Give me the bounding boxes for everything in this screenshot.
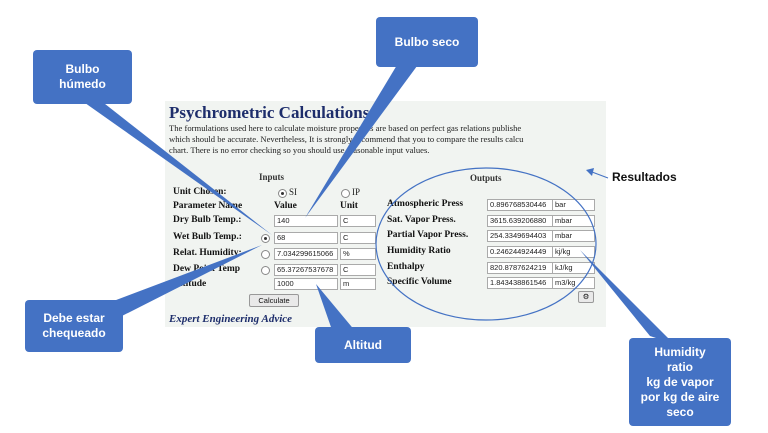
wet-bulb-radio[interactable] — [261, 234, 270, 243]
callout-bulbo-seco: Bulbo seco — [376, 17, 478, 67]
callout-line: ratio — [666, 359, 693, 374]
intro-line: chart. There is no error checking so you… — [169, 145, 430, 155]
dew-point-input[interactable]: 65.37267537678 — [274, 264, 338, 276]
relative-humidity-unit[interactable]: % — [340, 248, 376, 260]
ip-label: IP — [352, 187, 361, 197]
altitude-unit[interactable]: m — [340, 278, 376, 290]
callout-bulbo-humedo: Bulbo húmedo — [33, 50, 132, 104]
intro-line: The formulations used here to calculate … — [169, 123, 522, 133]
callout-line: Debe estar — [43, 311, 105, 325]
parameter-name-header: Parameter Name — [173, 201, 243, 211]
wet-bulb-unit[interactable]: C — [340, 232, 376, 244]
specific-volume-label: Specific Volume — [387, 277, 452, 287]
dry-bulb-unit[interactable]: C — [340, 215, 376, 227]
callout-line: por kg de aire — [640, 389, 720, 404]
enthalpy-unit[interactable]: kJ/kg — [552, 262, 595, 274]
intro-text: The formulations used here to calculate … — [169, 123, 605, 156]
footer-text: Expert Engineering Advice — [169, 313, 293, 325]
dew-point-radio[interactable] — [261, 266, 270, 275]
callout-line: seco — [666, 404, 694, 419]
enthalpy-label: Enthalpy — [387, 262, 425, 272]
callout-line: Humidity — [654, 344, 706, 359]
resultados-arrow-head — [586, 168, 594, 176]
atmospheric-press-label: Atmospheric Press — [387, 199, 464, 209]
resultados-arrow — [591, 171, 609, 179]
humidity-ratio-pointer — [580, 250, 674, 344]
relative-humidity-radio[interactable] — [261, 250, 270, 259]
wet-bulb-label: Wet Bulb Temp.: — [173, 232, 242, 242]
altitude-input[interactable]: 1000 — [274, 278, 338, 290]
dry-bulb-label: Dry Bulb Temp.: — [173, 215, 242, 225]
calculate-button[interactable]: Calculate — [249, 294, 299, 307]
altitude-label: Altitude — [173, 279, 207, 289]
partial-vapor-press-unit[interactable]: mbar — [552, 230, 595, 242]
ip-radio[interactable] — [341, 189, 350, 198]
dry-bulb-input[interactable]: 140 — [274, 215, 338, 227]
outputs-heading: Outputs — [470, 173, 502, 183]
callout-line: húmedo — [59, 77, 106, 91]
unit-chosen-label: Unit Chosen: — [173, 187, 227, 197]
humidity-ratio-label: Humidity Ratio — [387, 246, 451, 256]
enthalpy-value[interactable]: 820.8787624219 — [487, 262, 553, 274]
atmospheric-press-unit[interactable]: bar — [552, 199, 595, 211]
callout-debe-estar: Debe estar chequeado — [25, 300, 123, 352]
wet-bulb-input[interactable]: 68 — [274, 232, 338, 244]
bulbo-humedo-pointer — [78, 98, 272, 235]
relative-humidity-input[interactable]: 7.034299615066 — [274, 248, 338, 260]
debe-estar-pointer — [95, 245, 262, 318]
callout-humidity-ratio: Humidity ratio kg de vapor por kg de air… — [629, 338, 731, 426]
outputs-ellipse — [375, 167, 597, 321]
si-radio[interactable] — [278, 189, 287, 198]
callout-line: chequeado — [42, 326, 106, 340]
sat-vapor-press-unit[interactable]: mbar — [552, 215, 595, 227]
intro-line: which should be accurate. Nevertheless, … — [169, 134, 524, 144]
callout-altitud: Altitud — [315, 327, 411, 363]
callout-line: kg de vapor — [646, 374, 714, 389]
page-title: Psychrometric Calculations — [169, 103, 370, 122]
specific-volume-unit[interactable]: m3/kg — [552, 277, 595, 289]
sat-vapor-press-label: Sat. Vapor Press. — [387, 215, 456, 225]
callout-line: Bulbo — [65, 62, 100, 76]
partial-vapor-press-label: Partial Vapor Press. — [387, 230, 469, 240]
gear-icon: ⚙ — [582, 292, 590, 301]
value-header: Value — [274, 201, 297, 211]
gear-button[interactable]: ⚙ — [578, 291, 594, 303]
bulbo-seco-pointer — [305, 60, 420, 218]
label-resultados: Resultados — [612, 170, 677, 184]
dew-point-unit[interactable]: C — [340, 264, 376, 276]
altitud-pointer — [316, 284, 356, 332]
unit-header: Unit — [340, 201, 358, 211]
relative-humidity-label: Relat. Humidity: — [173, 248, 242, 258]
si-label: SI — [289, 187, 298, 197]
inputs-heading: Inputs — [259, 172, 285, 182]
